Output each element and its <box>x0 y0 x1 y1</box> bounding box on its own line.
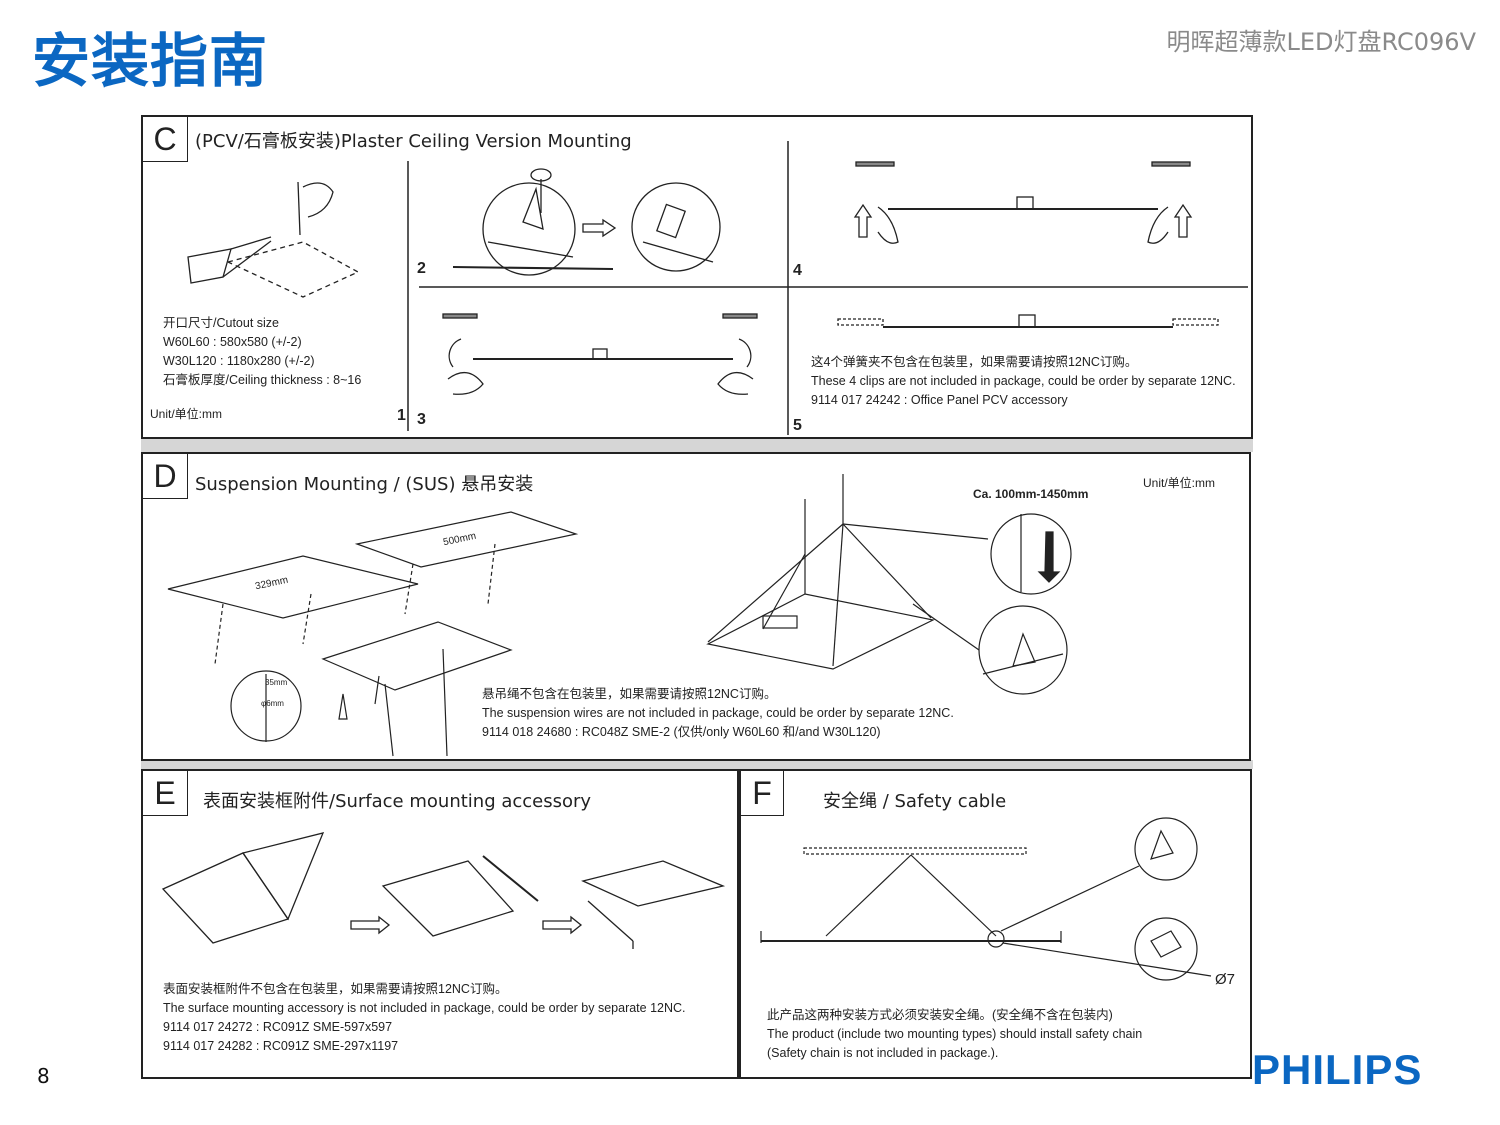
note-cn: 悬吊绳不包含在包装里，如果需要请按照12NC订购。 <box>482 687 777 701</box>
panel-installed-illustration <box>837 314 1219 328</box>
panel-d-suspension: D Suspension Mounting / (SUS) 悬吊安装 Unit/… <box>141 452 1251 761</box>
panel-d-illustrations <box>167 474 1072 757</box>
cutout-size-2: W30L120 : 1180x280 (+/-2) <box>163 354 315 368</box>
note-code: 9114 018 24680 : RC048Z SME-2 (仅供/only W… <box>482 725 881 739</box>
safety-note: 此产品这两种安装方式必须安装安全绳。(安全绳不含在包装内) The produc… <box>767 1006 1142 1063</box>
panel-c-plaster-ceiling: C (PCV/石膏板安装)Plaster Ceiling Version Mou… <box>141 115 1253 439</box>
product-name: 明晖超薄款LED灯盘RC096V <box>1166 28 1476 56</box>
panel-title: 表面安装框附件/Surface mounting accessory <box>203 791 592 812</box>
page-number: 8 <box>37 1064 50 1088</box>
separator-strip <box>141 760 1253 769</box>
saw-illustration <box>187 181 360 298</box>
frame-open <box>161 852 290 944</box>
cutout-title: 开口尺寸/Cutout size <box>163 316 280 330</box>
unit-label: Unit/单位:mm <box>1143 476 1216 490</box>
panel-letter: F <box>741 771 784 816</box>
panel-outline <box>167 555 419 619</box>
ceiling <box>803 847 1027 855</box>
note-en: (Safety chain is not included in package… <box>767 1046 999 1060</box>
panel-c-illustrations <box>187 141 1248 435</box>
dimension-label: φ6mm <box>261 699 284 708</box>
panel-outline <box>354 511 579 568</box>
note-en: The product (include two mounting types)… <box>767 1027 1143 1041</box>
unit-label: Unit/单位:mm <box>150 407 223 421</box>
note-code: 9114 017 24282 : RC091Z SME-297x1197 <box>163 1039 399 1053</box>
note-cn: 此产品这两种安装方式必须安装安全绳。(安全绳不含在包装内) <box>767 1008 1113 1022</box>
step-number: 3 <box>417 411 426 428</box>
panel-outline <box>321 621 513 691</box>
panel-lift-illustration <box>853 161 1193 244</box>
panel-title: (PCV/石膏板安装)Plaster Ceiling Version Mount… <box>195 131 632 152</box>
note-cn: 这4个弹簧夹不包含在包装里，如果需要请按照12NC订购。 <box>811 355 1138 369</box>
detail-circle <box>1134 917 1198 981</box>
panel-title: 安全绳 / Safety cable <box>823 791 1007 812</box>
panel-f-illustrations <box>760 817 1212 981</box>
frame-closed <box>381 860 515 937</box>
frame-mounted <box>581 860 726 907</box>
note-en: These 4 clips are not included in packag… <box>811 374 1236 388</box>
cutout-info: 开口尺寸/Cutout size W60L60 : 580x580 (+/-2)… <box>163 314 361 390</box>
panel-title: Suspension Mounting / (SUS) 悬吊安装 <box>195 474 534 495</box>
note-code: 9114 017 24272 : RC091Z SME-597x597 <box>163 1020 393 1034</box>
dimension-label: 35mm <box>265 678 288 687</box>
panel-insert-illustration <box>442 313 758 395</box>
clip-detail-illustration <box>452 168 721 276</box>
step-number: 1 <box>397 407 406 424</box>
note-code: 9114 017 24242 : Office Panel PCV access… <box>811 393 1068 407</box>
clip-note: 这4个弹簧夹不包含在包装里，如果需要请按照12NC订购。 These 4 cli… <box>811 353 1236 410</box>
separator-strip <box>141 438 1253 452</box>
panel-e-illustrations <box>161 832 726 949</box>
wire-note: 悬吊绳不包含在包装里，如果需要请按照12NC订购。 The suspension… <box>482 685 954 742</box>
length-range: Ca. 100mm-1450mm <box>973 487 1089 501</box>
cutout-size-1: W60L60 : 580x580 (+/-2) <box>163 335 302 349</box>
note-en: The surface mounting accessory is not in… <box>163 1001 686 1015</box>
note-cn: 表面安装框附件不包含在包装里，如果需要请按照12NC订购。 <box>163 982 508 996</box>
detail-circle <box>990 513 1072 595</box>
step-number: 5 <box>793 417 802 434</box>
step-number: 2 <box>417 260 426 277</box>
ceiling-thickness: 石膏板厚度/Ceiling thickness : 8~16 <box>163 373 362 387</box>
detail-circle <box>978 605 1068 695</box>
panel-e-surface-mounting: E 表面安装框附件/Surface mounting accessory 表面安… <box>141 769 739 1079</box>
step-number: 4 <box>793 262 802 279</box>
panel-letter: D <box>143 454 188 499</box>
dimension-label: Ø7 <box>1215 971 1236 988</box>
accessory-note: 表面安装框附件不包含在包装里，如果需要请按照12NC订购。 The surfac… <box>163 980 686 1056</box>
brand-logo: PHILIPS <box>1252 1046 1423 1093</box>
detail-circle <box>1134 817 1198 881</box>
page-title: 安装指南 <box>32 27 269 95</box>
suspended-panel <box>706 593 935 670</box>
panel-letter: E <box>143 771 188 816</box>
panel-letter: C <box>143 117 188 162</box>
panel-f-safety-cable: F 安全绳 / Safety cable Ø7 此产品这两种安装方式必须安装安全… <box>739 769 1252 1079</box>
note-en: The suspension wires are not included in… <box>482 706 954 720</box>
